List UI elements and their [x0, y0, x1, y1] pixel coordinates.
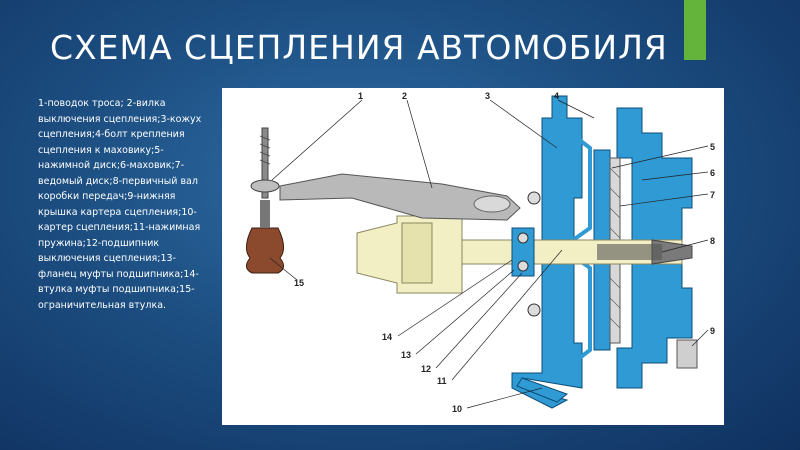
- slide-title: СХЕМА СЦЕПЛЕНИЯ АВТОМОБИЛЯ: [50, 28, 668, 67]
- callout-9: 9: [710, 326, 715, 336]
- callout-4: 4: [554, 91, 559, 101]
- callout-15: 15: [294, 278, 304, 288]
- rubber-boot: [246, 227, 284, 274]
- callout-6: 6: [710, 168, 715, 178]
- clutch-drawing: 1 2 3 4 5 6 7 8 9 10 11 12 13 14 15: [246, 91, 715, 414]
- callout-10: 10: [452, 404, 462, 414]
- callout-5: 5: [710, 142, 715, 152]
- callout-11: 11: [437, 376, 447, 386]
- callout-8: 8: [710, 236, 715, 246]
- callout-14: 14: [382, 332, 392, 342]
- parts-legend: 1-поводок троса; 2-вилка выключения сцеп…: [38, 98, 202, 311]
- callout-13: 13: [401, 350, 411, 360]
- callout-3: 3: [485, 91, 490, 101]
- release-bearing: [511, 227, 535, 277]
- callout-2: 2: [402, 91, 407, 101]
- callout-7: 7: [710, 190, 715, 200]
- release-fork: [279, 173, 521, 221]
- accent-bar: [684, 0, 706, 60]
- lower-cover: [676, 339, 698, 369]
- callout-1: 1: [358, 91, 363, 101]
- callout-12: 12: [421, 364, 431, 374]
- clutch-diagram: 1 2 3 4 5 6 7 8 9 10 11 12 13 14 15: [222, 88, 724, 425]
